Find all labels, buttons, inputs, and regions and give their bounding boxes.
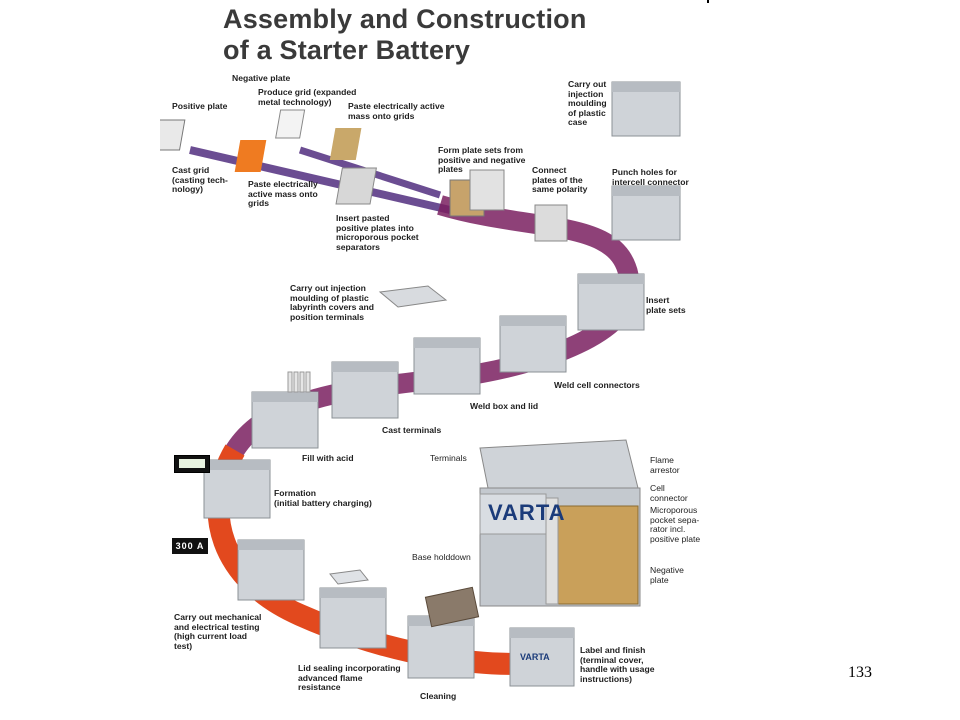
label-negative-plate-cutaway: Negative plate — [650, 565, 684, 585]
brand-logo: VARTA — [488, 500, 566, 525]
pocket-separator-plates — [335, 167, 377, 205]
process-ribbon-positive — [189, 146, 451, 214]
label-labyrinth: Carry out injection moulding of plastic … — [290, 283, 375, 322]
label-paste-mass: Paste electrically active mass onto grid… — [248, 179, 318, 209]
label-terminals: Terminals — [430, 453, 467, 463]
negative-plate-pasted — [329, 128, 362, 160]
label-cleaning: Cleaning — [420, 691, 457, 701]
label-injection-case: Carry out injection moulding of plastic … — [568, 79, 607, 128]
label-label-finish: Label and finish (terminal cover, handle… — [580, 645, 655, 684]
positive-plate-grid — [160, 119, 186, 151]
label-weld-box: Weld box and lid — [470, 401, 539, 411]
label-cast-grid: Cast grid (casting tech- nology) — [172, 165, 228, 195]
label-punch-holes: Punch holes for intercell connector — [612, 167, 689, 187]
label-base-holddown: Base holddown — [412, 552, 471, 562]
label-connect-plates: Connect plates of the same polarity — [532, 165, 588, 195]
ammeter-display: 300 A — [172, 538, 208, 554]
label-lid-sealing: Lid sealing incorporating advanced flame… — [298, 663, 401, 693]
label-flame-arrestor: Flame arrestor — [650, 455, 680, 475]
cutaway-separator — [545, 497, 559, 605]
label-paste-grids: Paste electrically active mass onto grid… — [348, 101, 445, 121]
connected-plate-set — [534, 204, 568, 242]
assembly-process-illustration — [160, 81, 681, 687]
positive-plate-pasted — [234, 140, 267, 172]
label-produce-grid: Produce grid (expanded metal technology) — [258, 87, 357, 107]
label-negative-plate: Negative plate — [232, 73, 291, 83]
title-line-1: Assembly and Construction — [223, 4, 587, 34]
lid-piece — [329, 569, 369, 585]
cleaned-battery — [407, 615, 475, 679]
label-testing: Carry out mechanical and electrical test… — [174, 612, 262, 651]
cutaway-negative-plate — [555, 505, 639, 605]
page-title: Assembly and Construction of a Starter B… — [223, 4, 587, 66]
top-marker — [707, 0, 709, 3]
label-formation: Formation (initial battery charging) — [274, 488, 372, 508]
brand-logo-small: VARTA — [520, 652, 550, 662]
label-cast-terminals: Cast terminals — [382, 425, 442, 435]
label-weld-cell: Weld cell connectors — [554, 380, 640, 390]
label-positive-plate: Positive plate — [172, 101, 228, 111]
label-cell-connector: Cell connector — [650, 483, 688, 503]
label-form-plate-sets: Form plate sets from positive and negati… — [438, 145, 526, 175]
label-insert-plate-sets: Insert plate sets — [646, 295, 686, 315]
voltmeter-icon — [174, 455, 210, 473]
cleaning-brush — [424, 586, 480, 628]
cutaway-label-stripe — [479, 493, 547, 535]
label-fill-acid: Fill with acid — [302, 453, 354, 463]
negative-plate-grid — [275, 109, 306, 139]
plate-set-2 — [469, 169, 505, 211]
diagram-canvas: Assembly and Construction of a Starter B… — [160, 0, 710, 720]
terminal-post — [287, 371, 293, 393]
slide-number: 133 — [848, 664, 872, 681]
label-microporous: Microporous pocket sepa- rator incl. pos… — [650, 505, 701, 544]
labyrinth-cover — [378, 285, 448, 308]
label-insert-pasted: Insert pasted positive plates into micro… — [336, 213, 419, 252]
title-line-2: of a Starter Battery — [223, 35, 471, 65]
